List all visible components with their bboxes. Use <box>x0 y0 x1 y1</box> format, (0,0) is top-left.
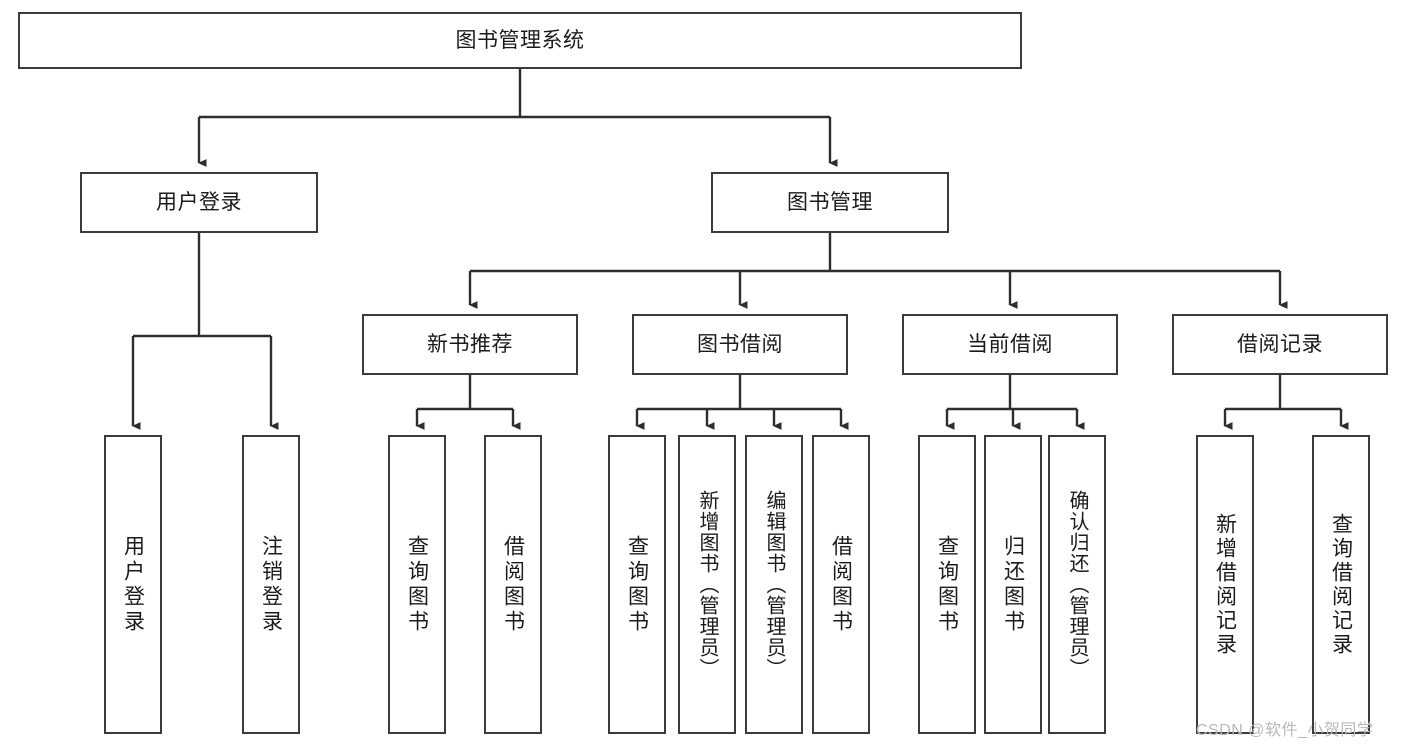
node-leaf-borrow-book-1[interactable]: 借阅图书 <box>484 435 542 734</box>
node-leaf-query-book-2[interactable]: 查询图书 <box>608 435 666 734</box>
node-leaf-user-login[interactable]: 用户登录 <box>104 435 162 734</box>
node-label: 注销登录 <box>259 534 283 635</box>
node-root[interactable]: 图书管理系统 <box>18 12 1022 69</box>
node-label: 归还图书 <box>1001 534 1025 635</box>
node-leaf-logout-login[interactable]: 注销登录 <box>242 435 300 734</box>
node-label: 借阅图书 <box>501 534 525 635</box>
node-label: 确认归还（管理员） <box>1066 490 1088 679</box>
node-leaf-confirm-return[interactable]: 确认归还（管理员） <box>1048 435 1106 734</box>
node-label: 用户登录 <box>156 190 242 214</box>
node-book-borrow[interactable]: 图书借阅 <box>632 314 848 375</box>
node-label: 新增借阅记录 <box>1213 512 1237 657</box>
node-leaf-borrow-book-2[interactable]: 借阅图书 <box>812 435 870 734</box>
node-leaf-query-book-3[interactable]: 查询图书 <box>918 435 976 734</box>
node-label: 用户登录 <box>121 534 145 635</box>
node-leaf-add-record[interactable]: 新增借阅记录 <box>1196 435 1254 734</box>
node-leaf-return-book[interactable]: 归还图书 <box>984 435 1042 734</box>
node-label: 查询图书 <box>935 534 959 635</box>
node-label: 查询图书 <box>625 534 649 635</box>
node-label: 编辑图书（管理员） <box>763 490 785 679</box>
node-leaf-add-book[interactable]: 新增图书（管理员） <box>678 435 736 734</box>
node-label: 新增图书（管理员） <box>696 490 718 679</box>
watermark-label: CSDN @软件_小贺同学 <box>1196 722 1374 739</box>
node-label: 图书管理 <box>787 190 873 214</box>
node-label: 当前借阅 <box>967 332 1053 356</box>
node-label: 查询图书 <box>405 534 429 635</box>
node-leaf-query-book-1[interactable]: 查询图书 <box>388 435 446 734</box>
node-current-borrow[interactable]: 当前借阅 <box>902 314 1118 375</box>
node-leaf-edit-book[interactable]: 编辑图书（管理员） <box>745 435 803 734</box>
node-label: 图书借阅 <box>697 332 783 356</box>
node-label: 查询借阅记录 <box>1329 512 1353 657</box>
node-user-login[interactable]: 用户登录 <box>80 172 318 233</box>
node-label: 图书管理系统 <box>455 28 585 52</box>
node-label: 借阅记录 <box>1237 332 1323 356</box>
node-label: 新书推荐 <box>427 332 513 356</box>
node-leaf-query-record[interactable]: 查询借阅记录 <box>1312 435 1370 734</box>
node-borrow-record[interactable]: 借阅记录 <box>1172 314 1388 375</box>
node-new-book-recommend[interactable]: 新书推荐 <box>362 314 578 375</box>
node-book-manage[interactable]: 图书管理 <box>711 172 949 233</box>
node-label: 借阅图书 <box>829 534 853 635</box>
